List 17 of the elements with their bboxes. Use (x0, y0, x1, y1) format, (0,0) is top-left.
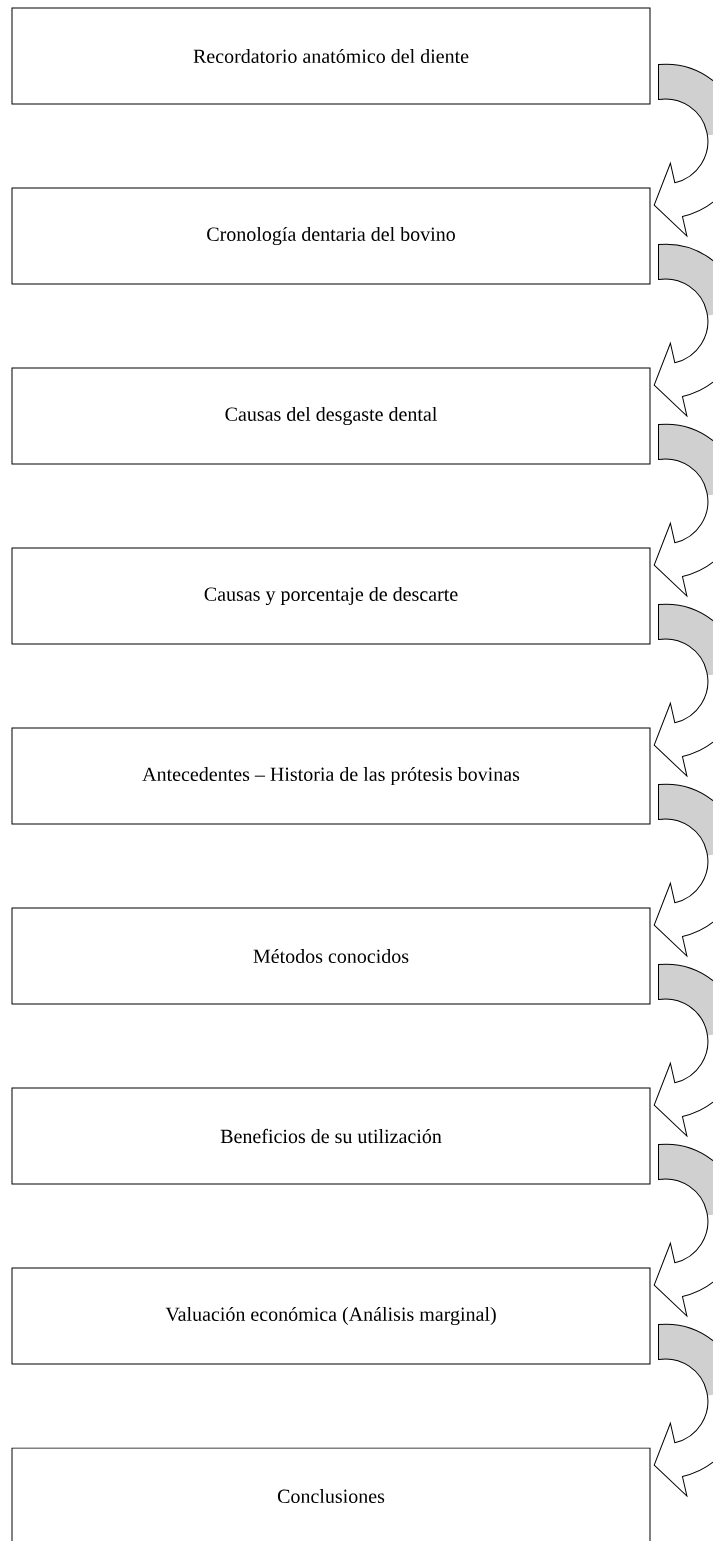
curved-arrow (653, 603, 713, 777)
topic-box: Valuación económica (Análisis marginal) (11, 1267, 651, 1365)
curved-arrow (653, 63, 713, 237)
topic-box: Recordatorio anatómico del diente (11, 7, 651, 105)
curved-arrow (653, 243, 713, 417)
curved-arrow (653, 1143, 713, 1317)
topic-box: Conclusiones (11, 1447, 651, 1541)
topic-box: Métodos conocidos (11, 907, 651, 1005)
topic-box: Causas y porcentaje de descarte (11, 547, 651, 645)
curved-arrow (653, 963, 713, 1137)
topic-box: Antecedentes – Historia de las prótesis bovinas (11, 727, 651, 825)
topic-box: Beneficios de su utilización (11, 1087, 651, 1185)
topic-box: Cronología dentaria del bovino (11, 187, 651, 285)
curved-arrow (653, 1323, 713, 1497)
topic-box: Causas del desgaste dental (11, 367, 651, 465)
curved-arrow (653, 423, 713, 597)
curved-arrow (653, 783, 713, 957)
